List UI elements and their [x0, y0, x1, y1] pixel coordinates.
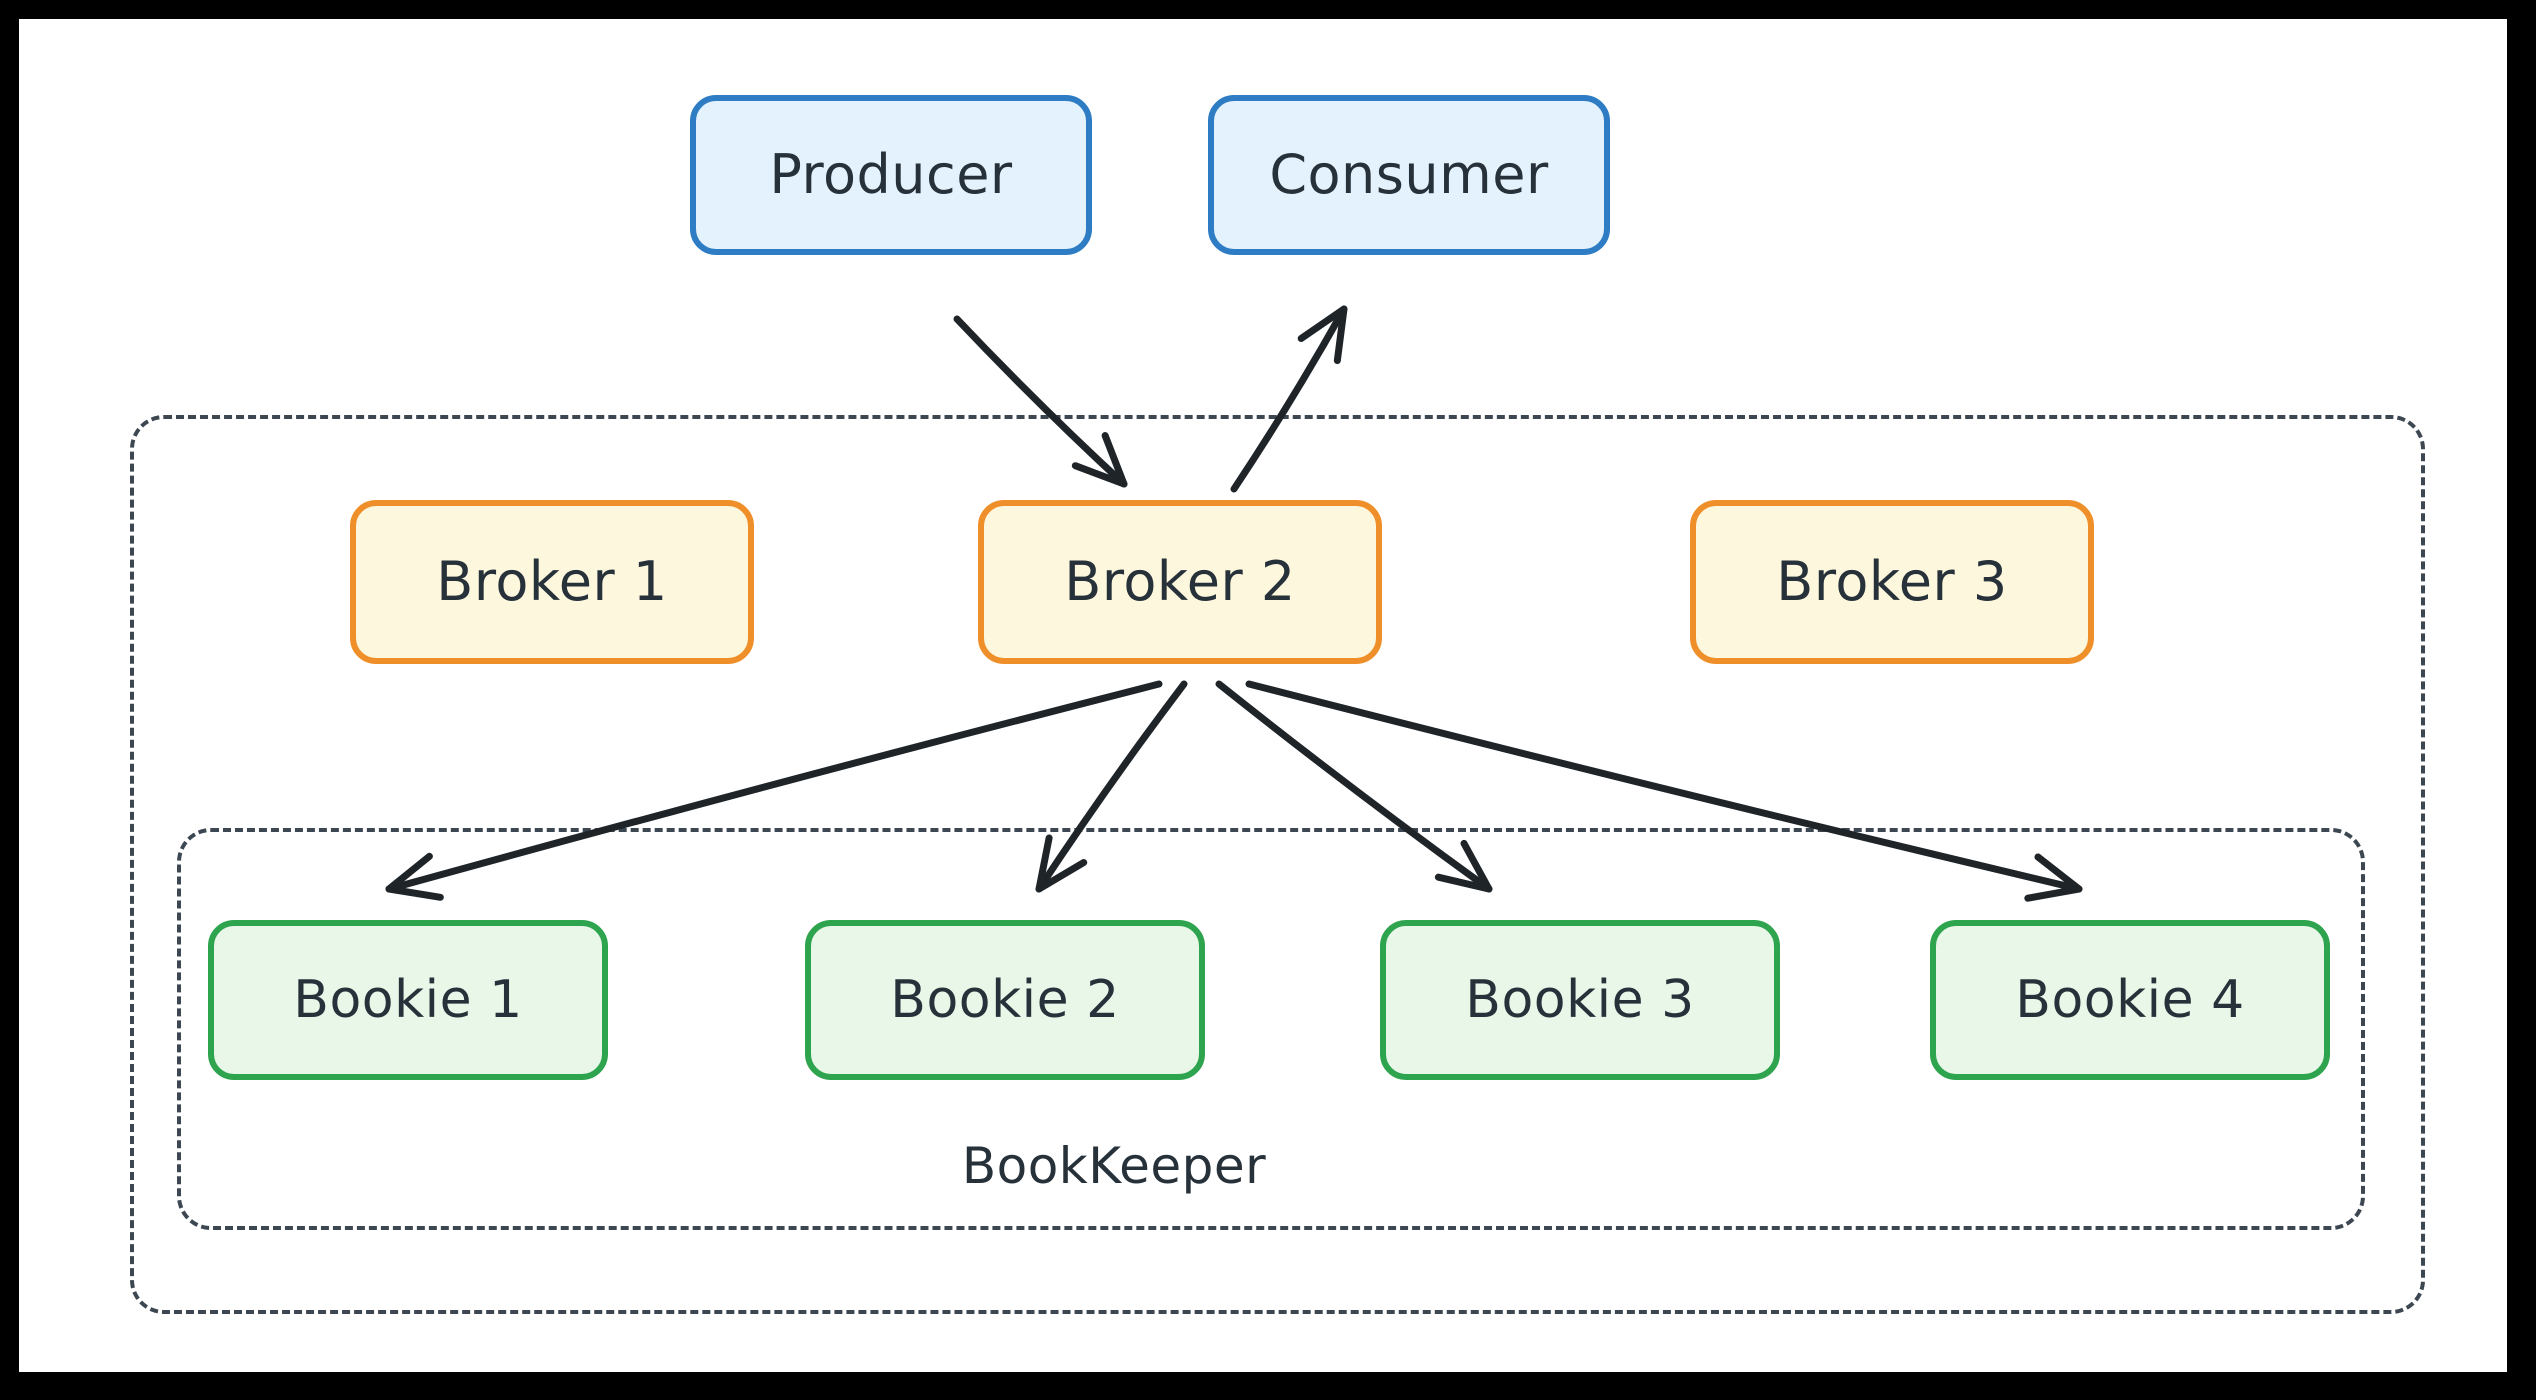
node-broker-3[interactable]: Broker 3 — [1690, 500, 2094, 664]
node-broker-1[interactable]: Broker 1 — [350, 500, 754, 664]
node-bookie-1[interactable]: Bookie 1 — [208, 920, 608, 1080]
diagram-canvas: BookKeeper Producer Consumer Broker 1 Br… — [19, 19, 2507, 1372]
node-producer[interactable]: Producer — [690, 95, 1092, 255]
node-bookie-3[interactable]: Bookie 3 — [1380, 920, 1780, 1080]
node-broker-2[interactable]: Broker 2 — [978, 500, 1382, 664]
node-bookie-2[interactable]: Bookie 2 — [805, 920, 1205, 1080]
node-bookie-4[interactable]: Bookie 4 — [1930, 920, 2330, 1080]
node-consumer[interactable]: Consumer — [1208, 95, 1610, 255]
bookkeeper-group-label: BookKeeper — [961, 1137, 1267, 1195]
